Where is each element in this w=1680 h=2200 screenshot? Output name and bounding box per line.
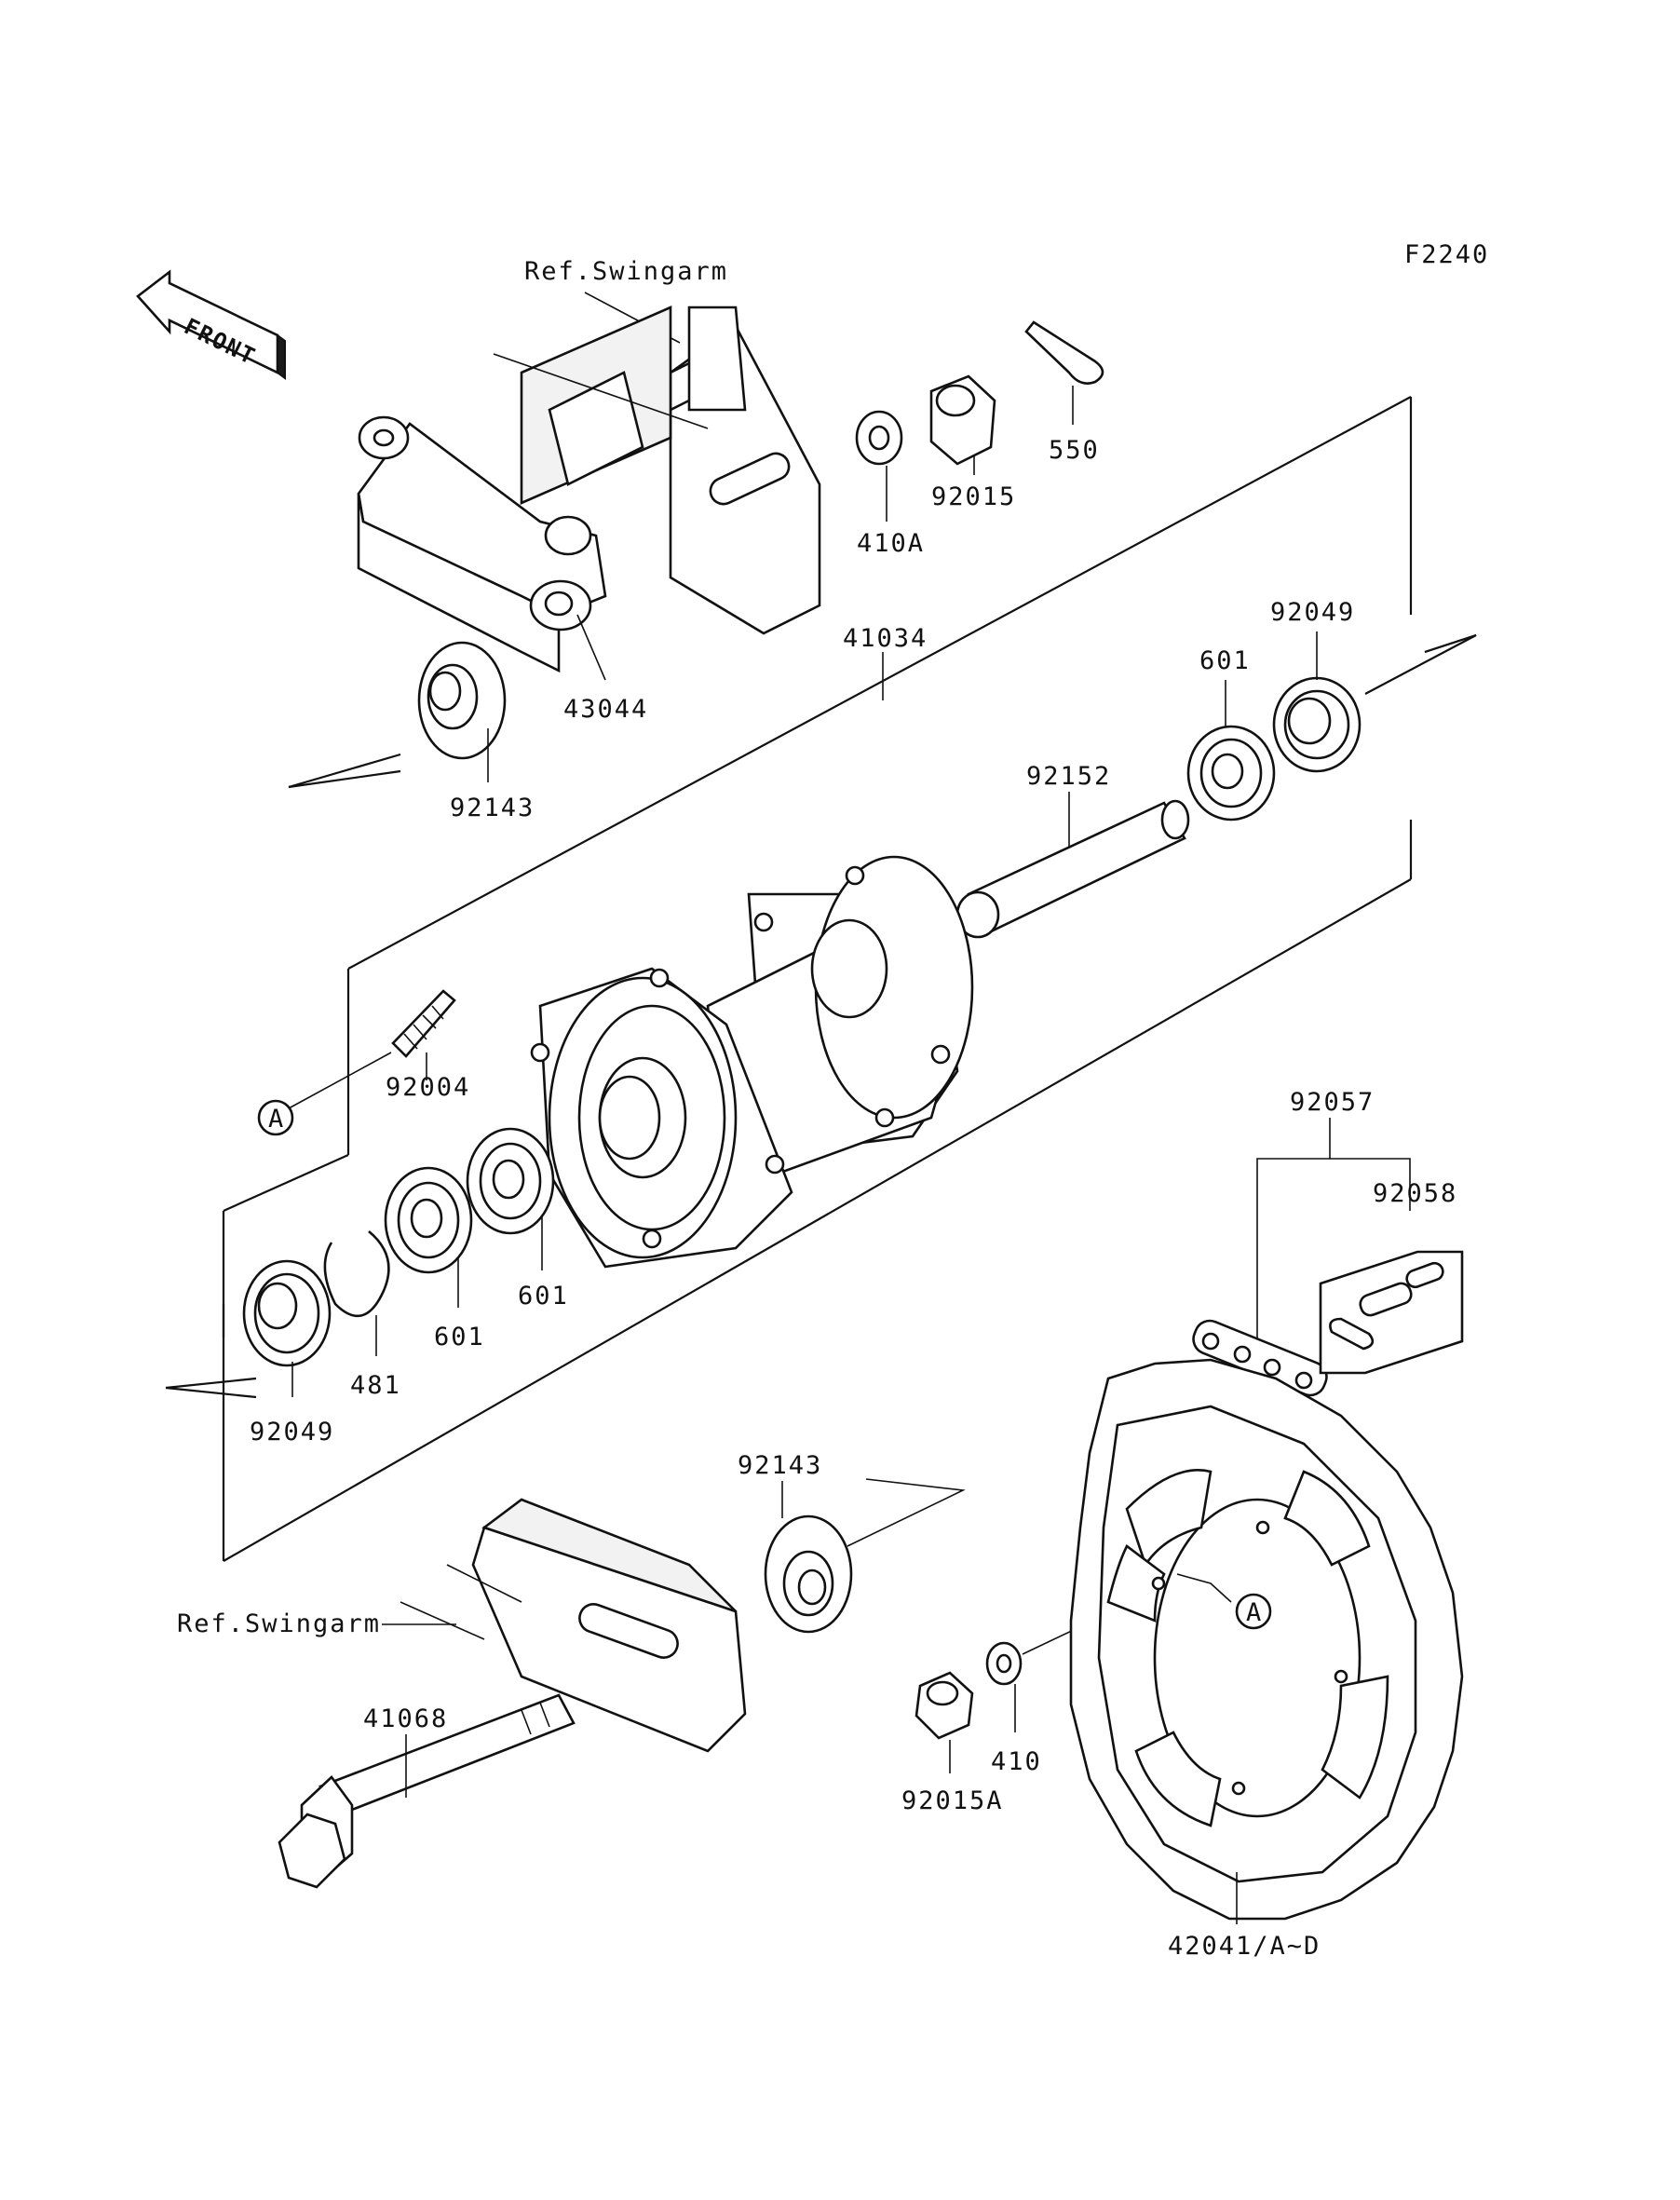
- svg-text:A: A: [1246, 1598, 1263, 1627]
- swingarm-end-bottom: [400, 1498, 747, 1753]
- rear-hub: [530, 855, 974, 1269]
- ref-swingarm-bottom-label: Ref.Swingarm: [177, 1609, 381, 1638]
- sprocket-42041: [1069, 1358, 1464, 1924]
- circlip-481: [323, 1229, 390, 1356]
- label-41068: 41068: [363, 1704, 448, 1733]
- label-601-right: 601: [1199, 646, 1251, 675]
- label-92143-top: 92143: [450, 794, 535, 822]
- washer-410: [985, 1601, 1133, 1732]
- label-42041: 42041/A~D: [1168, 1932, 1321, 1961]
- marker-a-left: A: [257, 1099, 294, 1136]
- label-410a: 410A: [857, 529, 925, 558]
- label-92049-left: 92049: [250, 1418, 334, 1446]
- figure-code: F2240: [1404, 240, 1489, 269]
- label-601-left: 601: [434, 1323, 485, 1351]
- label-43044: 43044: [563, 695, 648, 724]
- stud-92004: [288, 989, 456, 1109]
- ref-swingarm-top-label: Ref.Swingarm: [524, 257, 728, 286]
- label-92004: 92004: [386, 1073, 470, 1102]
- spacer-92152: [955, 792, 1190, 939]
- label-92057: 92057: [1290, 1088, 1375, 1117]
- bearing-601-left: [384, 1166, 473, 1308]
- label-410: 410: [991, 1747, 1042, 1776]
- collar-92143-bottom: [764, 1481, 853, 1634]
- master-link-92058: [1319, 1250, 1464, 1375]
- washer-410a: [855, 410, 903, 522]
- drive-chain-92057: [1192, 1319, 1328, 1397]
- axle-41068: [278, 1693, 576, 1889]
- nut-92015a: [915, 1671, 974, 1773]
- label-92015: 92015: [931, 482, 1016, 511]
- bearing-601-right: [1186, 680, 1276, 822]
- collar-92143-top: [417, 641, 507, 782]
- cotter-pin-550: [1024, 320, 1104, 425]
- label-92143-bottom: 92143: [738, 1451, 822, 1480]
- chain-adjuster-43044: [357, 415, 607, 681]
- swingarm-end-top: [493, 306, 821, 635]
- label-92058: 92058: [1373, 1179, 1457, 1208]
- oil-seal-92049-right: [1272, 631, 1362, 773]
- label-481: 481: [350, 1371, 401, 1400]
- label-92152: 92152: [1026, 762, 1111, 791]
- oil-seal-92049-left: [242, 1259, 332, 1397]
- label-41034: 41034: [843, 624, 928, 653]
- label-92015a: 92015A: [901, 1786, 1004, 1815]
- label-601-mid: 601: [518, 1282, 569, 1310]
- label-550: 550: [1049, 436, 1100, 465]
- bearing-601-mid: [466, 1127, 555, 1270]
- front-arrow-icon: FRONT: [136, 269, 286, 380]
- hub-assembly-frame: [165, 396, 1477, 1562]
- nut-92015: [929, 374, 996, 475]
- svg-text:A: A: [268, 1105, 285, 1134]
- label-92049-right: 92049: [1270, 598, 1355, 627]
- marker-a-right: A: [1176, 1573, 1272, 1630]
